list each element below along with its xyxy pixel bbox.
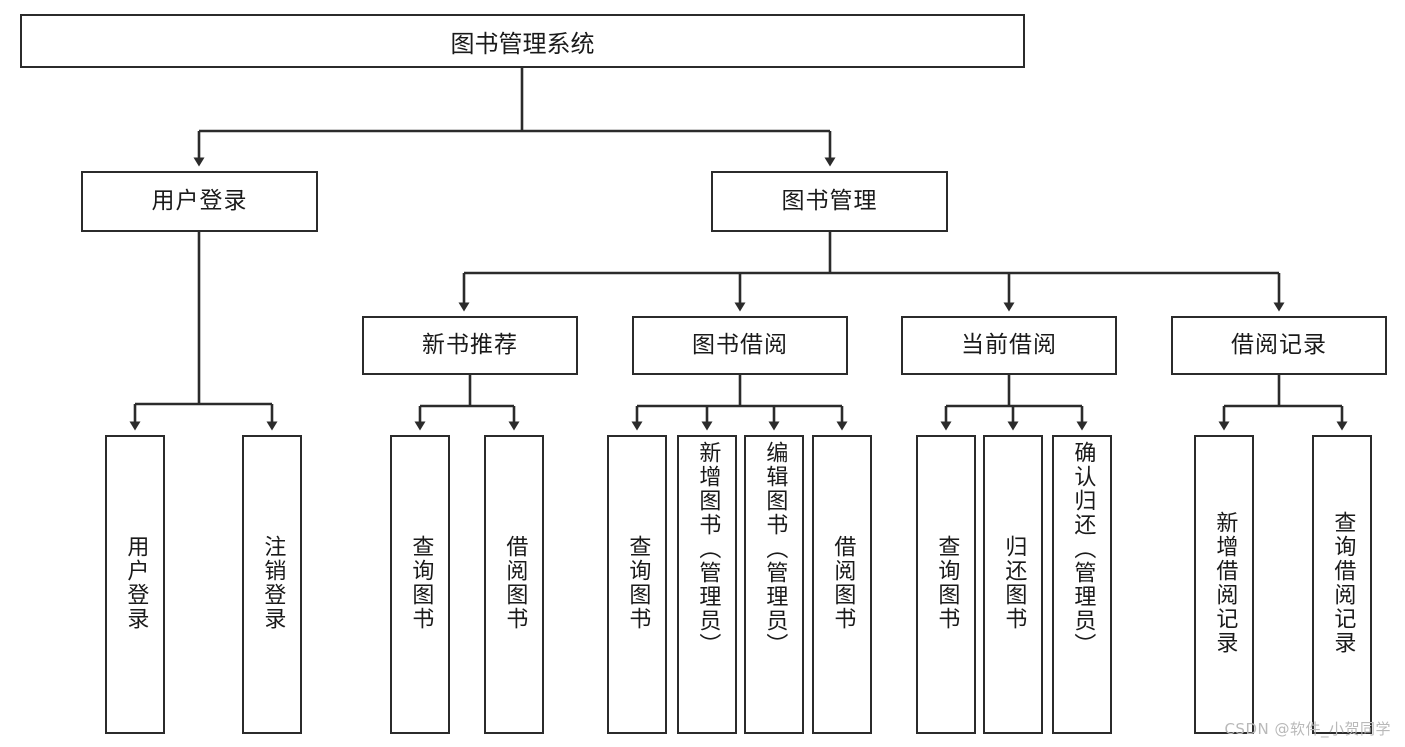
node-user-login[interactable]: 用户登录	[81, 171, 318, 232]
node-label: 借阅记录	[1231, 331, 1327, 358]
node-book-borrow[interactable]: 图书借阅	[632, 316, 848, 375]
leaf-label: 新增图书（管理员）	[695, 441, 721, 657]
node-new-book-recommend[interactable]: 新书推荐	[362, 316, 578, 375]
node-label: 用户登录	[151, 187, 248, 214]
node-label: 图书管理	[781, 187, 878, 214]
node-book-manage[interactable]: 图书管理	[711, 171, 948, 232]
leaf-label: 查询图书	[408, 534, 434, 631]
node-root-system[interactable]: 图书管理系统	[20, 14, 1025, 68]
leaf-logout[interactable]: 注销登录	[242, 435, 302, 734]
leaf-edit-book[interactable]: 编辑图书（管理员）	[744, 435, 804, 734]
leaf-query-borrow-record[interactable]: 查询借阅记录	[1312, 435, 1372, 734]
leaf-user-login[interactable]: 用户登录	[105, 435, 165, 734]
leaf-query-book-borrow[interactable]: 查询图书	[607, 435, 667, 734]
leaf-label: 查询借阅记录	[1330, 510, 1356, 655]
leaf-add-borrow-record[interactable]: 新增借阅记录	[1194, 435, 1254, 734]
leaf-label: 查询图书	[625, 534, 651, 631]
leaf-label: 注销登录	[260, 534, 286, 631]
leaf-query-book-current[interactable]: 查询图书	[916, 435, 976, 734]
leaf-query-book-recommend[interactable]: 查询图书	[390, 435, 450, 734]
leaf-borrow-book[interactable]: 借阅图书	[812, 435, 872, 734]
leaf-label: 编辑图书（管理员）	[762, 441, 788, 657]
leaf-label: 确认归还（管理员）	[1070, 441, 1096, 657]
node-borrow-record[interactable]: 借阅记录	[1171, 316, 1387, 375]
node-current-borrow[interactable]: 当前借阅	[901, 316, 1117, 375]
node-label: 当前借阅	[961, 331, 1057, 358]
node-label: 图书管理系统	[450, 29, 595, 58]
leaf-label: 借阅图书	[502, 534, 528, 631]
leaf-label: 新增借阅记录	[1212, 510, 1238, 655]
watermark: CSDN @软件_小贺同学	[1224, 720, 1391, 738]
leaf-confirm-return[interactable]: 确认归还（管理员）	[1052, 435, 1112, 734]
node-label: 图书借阅	[692, 331, 788, 358]
leaf-return-book[interactable]: 归还图书	[983, 435, 1043, 734]
leaf-add-book[interactable]: 新增图书（管理员）	[677, 435, 737, 734]
leaf-label: 归还图书	[1001, 534, 1027, 631]
leaf-label: 用户登录	[123, 534, 149, 631]
leaf-label: 查询图书	[934, 534, 960, 631]
node-label: 新书推荐	[422, 331, 518, 358]
leaf-label: 借阅图书	[830, 534, 856, 631]
leaf-borrow-book-recommend[interactable]: 借阅图书	[484, 435, 544, 734]
